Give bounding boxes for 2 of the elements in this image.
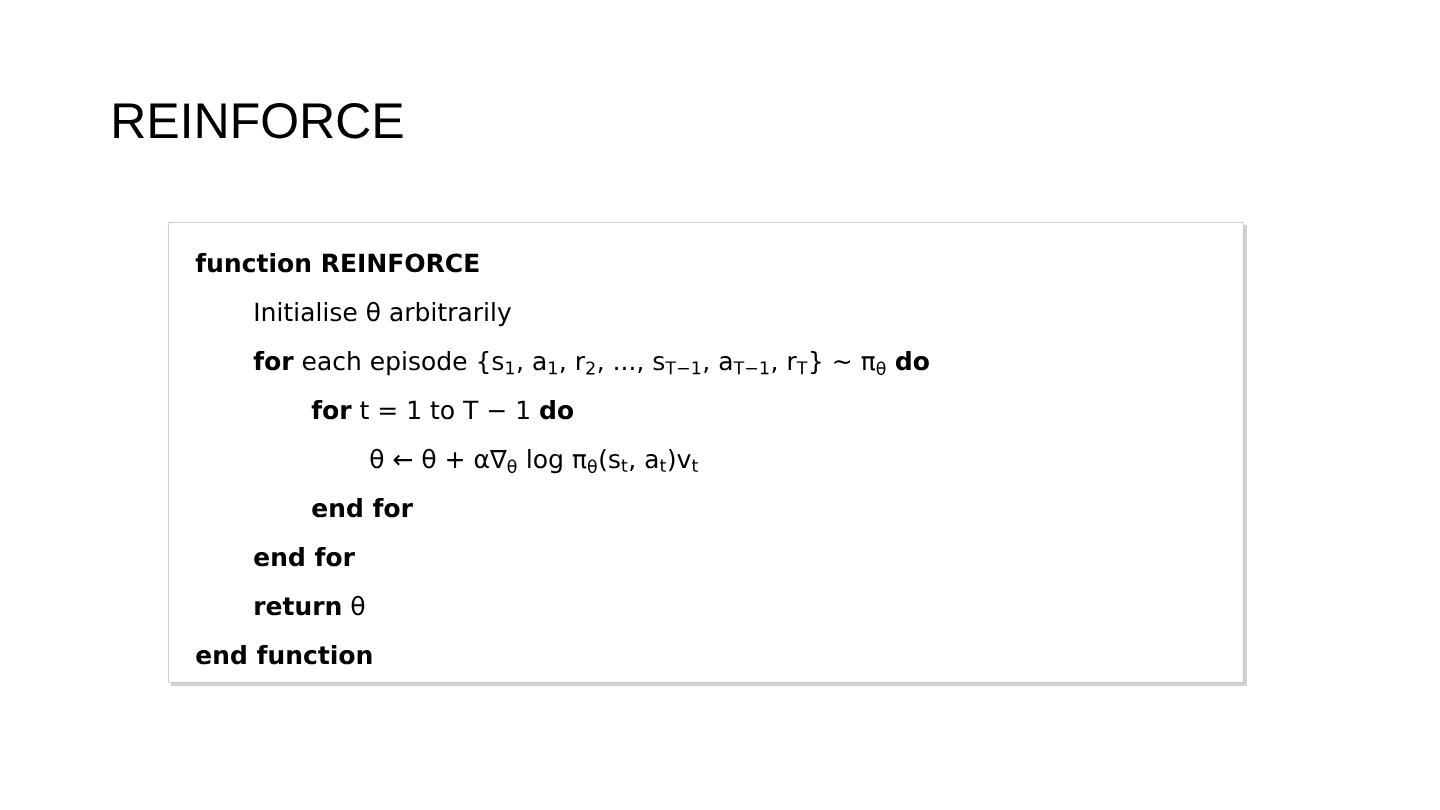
algorithm-box: function REINFORCE Initialise θ arbitrarily for each episode {s$_{1}$, a$_{1}$, r$_{2}$, ..., s$_{T−1}$, a$_{T−1}$, r$_{T}$} ∼ π$_{θ}$ do for t = 1 to T − 1 do θ ← θ + α∇$_{θ}$ log π$_{θ}$(s$_{t}$, a$_{t}$)v$_{t}$ end for end for return θ end function	[168, 222, 1247, 686]
slide-title: REINFORCE	[114, 103, 403, 139]
